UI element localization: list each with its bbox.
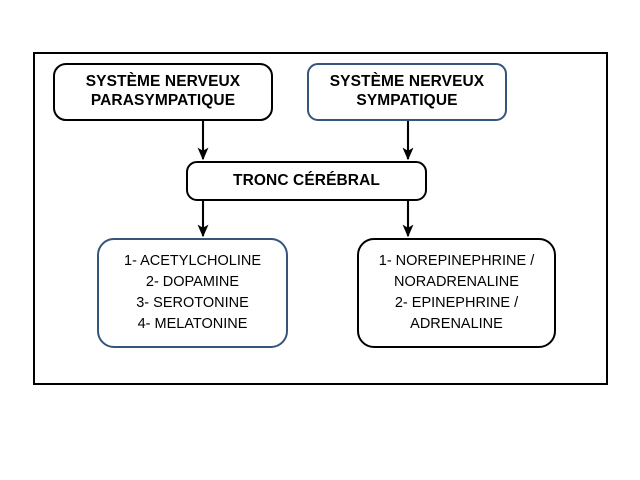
- node-sympathetic[interactable]: SYSTÈME NERVEUX SYMPATIQUE: [307, 63, 507, 121]
- node-sympathetic-transmitters[interactable]: 1- NOREPINEPHRINE / NORADRENALINE 2- EPI…: [357, 238, 556, 348]
- node-parasympathetic-label: SYSTÈME NERVEUX PARASYMPATIQUE: [85, 73, 241, 109]
- node-parasympathetic[interactable]: SYSTÈME NERVEUX PARASYMPATIQUE: [53, 63, 273, 121]
- node-brainstem[interactable]: TRONC CÉRÉBRAL: [186, 161, 427, 201]
- node-sympathetic-transmitters-label: 1- NOREPINEPHRINE / NORADRENALINE 2- EPI…: [378, 252, 535, 333]
- node-brainstem-label: TRONC CÉRÉBRAL: [233, 171, 380, 189]
- node-parasympathetic-transmitters-label: 1- ACETYLCHOLINE 2- DOPAMINE 3- SEROTONI…: [124, 252, 261, 333]
- node-sympathetic-label: SYSTÈME NERVEUX SYMPATIQUE: [329, 73, 485, 109]
- node-parasympathetic-transmitters[interactable]: 1- ACETYLCHOLINE 2- DOPAMINE 3- SEROTONI…: [97, 238, 288, 348]
